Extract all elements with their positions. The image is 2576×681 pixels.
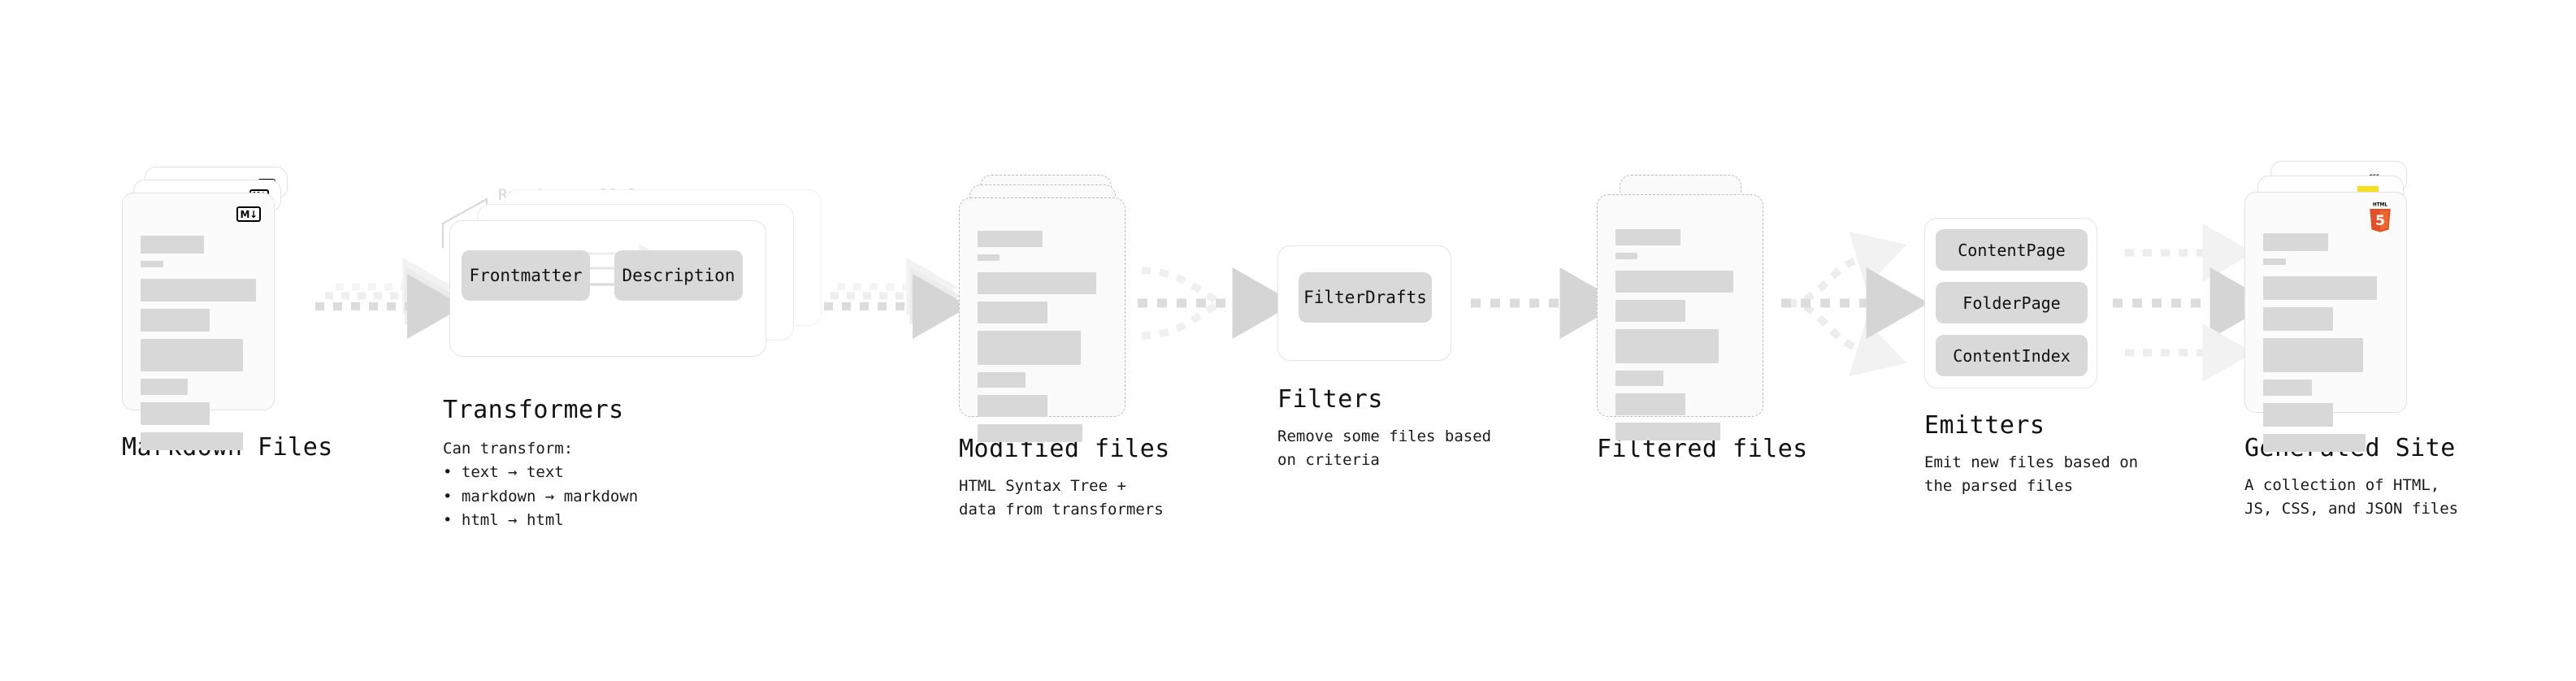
chip-description[interactable]: Description: [614, 250, 743, 301]
markdown-file-stack: M↓ M↓ M↓: [122, 167, 293, 450]
stage-transformers: Run in parallel Frontmatter Description: [441, 186, 833, 533]
markdown-badge-glyph: M↓: [236, 206, 261, 222]
html5-badge-glyph: HTML 5: [2370, 202, 2391, 232]
html5-icon: HTML 5: [2366, 201, 2394, 236]
stage-modified-files: Modified files HTML Syntax Tree + data f…: [959, 175, 1170, 523]
modified-file-stack: [959, 175, 1138, 442]
stage-subtitle-filters: Remove some files based on criteria: [1277, 427, 1492, 470]
transformer-panel-front[interactable]: Frontmatter Description: [449, 220, 766, 357]
svg-text:5: 5: [2375, 213, 2385, 229]
generated-site-stack: CSS HTML 5: [2244, 161, 2439, 452]
stage-subtitle-generated-site: A collection of HTML, JS, CSS, and JSON …: [2244, 476, 2459, 518]
stage-markdown-files: M↓ M↓ M↓: [122, 167, 333, 462]
file-placeholder-lines: [141, 236, 256, 458]
filtered-file-stack: [1597, 175, 1776, 440]
stage-subtitle-transformers: Can transform: • text → text • markdown …: [443, 440, 639, 530]
stage-emitters: ContentPage FolderPage ContentIndex Emit…: [1924, 218, 2138, 499]
file-card-front: HTML 5: [2244, 192, 2407, 452]
file-placeholder-lines: [2263, 233, 2388, 459]
stage-title-transformers: Transformers: [443, 396, 624, 424]
stage-title-emitters: Emitters: [1924, 411, 2045, 440]
stage-subtitle-modified-files: HTML Syntax Tree + data from transformer…: [959, 477, 1164, 519]
transformer-stack: Frontmatter Description: [443, 189, 833, 357]
file-card-front: [959, 197, 1125, 442]
chip-filterdrafts[interactable]: FilterDrafts: [1299, 272, 1432, 323]
chip-folderpage[interactable]: FolderPage: [1936, 282, 2088, 323]
stage-filtered-files: Filtered files: [1597, 175, 1808, 463]
svg-text:HTML: HTML: [2373, 202, 2388, 207]
stage-title-filters: Filters: [1277, 385, 1383, 414]
chip-contentpage[interactable]: ContentPage: [1936, 229, 2088, 271]
chip-frontmatter[interactable]: Frontmatter: [462, 250, 590, 301]
filters-panel[interactable]: FilterDrafts: [1277, 245, 1451, 361]
chip-contentindex[interactable]: ContentIndex: [1936, 335, 2088, 376]
file-placeholder-lines: [978, 231, 1107, 449]
file-card-front: M↓: [122, 193, 275, 450]
file-card-front: [1597, 194, 1763, 440]
stage-filters: FilterDrafts Filters Remove some files b…: [1277, 245, 1491, 473]
file-placeholder-lines: [1615, 229, 1745, 448]
markdown-icon: M↓: [236, 206, 261, 222]
stage-subtitle-emitters: Emit new files based on the parsed files: [1924, 453, 2139, 496]
emitters-panel[interactable]: ContentPage FolderPage ContentIndex: [1924, 218, 2097, 388]
stage-generated-site: CSS HTML 5: [2244, 161, 2458, 522]
arrow-transformers-to-modified: [824, 258, 969, 339]
